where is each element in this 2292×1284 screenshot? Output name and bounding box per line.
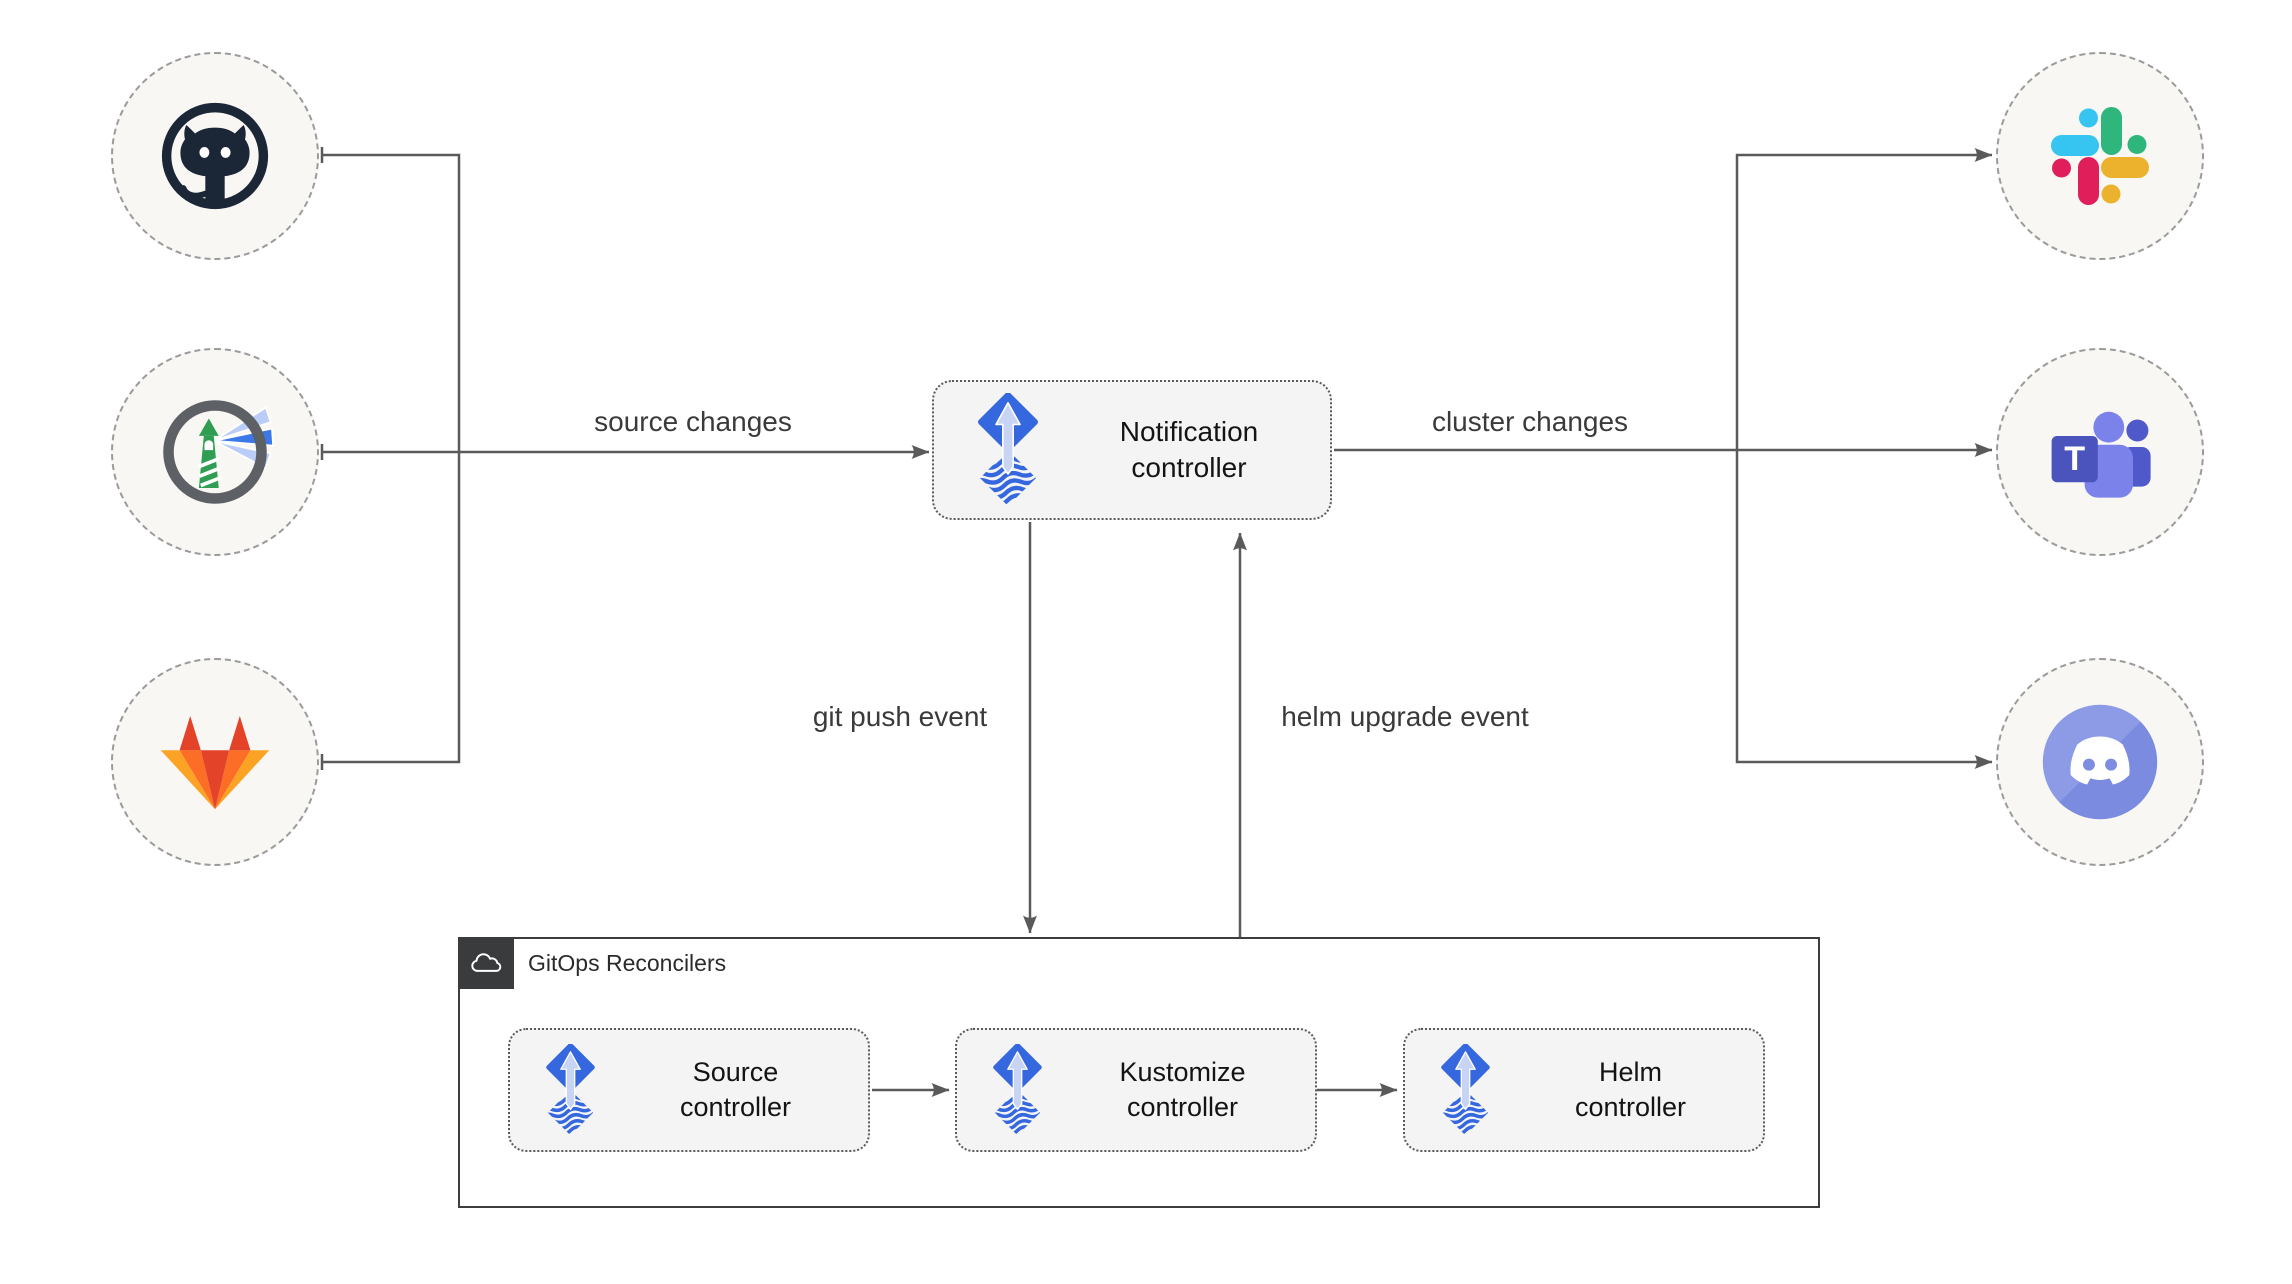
source-node-harbor [111,348,319,556]
cloud-icon [471,952,502,972]
target-node-discord [1996,658,2204,866]
source-controller-text: Source controller [679,1057,792,1122]
discord-icon [2042,704,2158,820]
teams-letter: T [2064,440,2085,478]
harbor-icon [163,400,275,504]
edge-notification-to-slack [1735,148,1993,450]
gitlab-icon [160,715,270,810]
gitops-reconcilers-tab [458,937,514,989]
teams-icon: T [2051,411,2151,498]
source-node-github [111,52,319,260]
edge-github-gitlab-junction [322,153,461,764]
github-icon [161,102,269,210]
flux-icon [985,1044,1050,1136]
kustomize-controller-label: Kustomize controller [1050,1055,1315,1124]
target-node-slack [1996,52,2204,260]
source-controller-label: Source controller [603,1055,868,1124]
notification-controller-text: Notification controller [1119,416,1259,483]
source-node-gitlab [111,658,319,866]
kustomize-controller-node: Kustomize controller [955,1028,1317,1152]
edge-label-helm-upgrade-event: helm upgrade event [1281,701,1529,732]
helm-controller-node: Helm controller [1403,1028,1765,1152]
notification-controller-label: Notification controller [1048,414,1330,486]
target-node-teams: T [1996,348,2204,556]
source-controller-node: Source controller [508,1028,870,1152]
flux-icon [538,1044,603,1136]
edge-label-source-changes: source changes [594,406,792,437]
gitops-reconcilers-group: GitOps Reconcilers Source controller Kus… [458,937,1820,1208]
edge-label-git-push-event: git push event [812,701,988,732]
gitops-reconcilers-label: GitOps Reconcilers [528,950,727,976]
slack-icon [2051,107,2149,205]
flux-icon [1433,1044,1498,1136]
helm-controller-text: Helm controller [1574,1057,1687,1122]
edge-notification-to-discord [1735,450,1993,769]
kustomize-controller-text: Kustomize controller [1119,1057,1246,1122]
edge-label-cluster-changes: cluster changes [1431,406,1629,437]
helm-controller-label: Helm controller [1498,1055,1763,1124]
notification-controller-node: Notification controller [932,380,1332,520]
flux-icon [968,393,1048,507]
